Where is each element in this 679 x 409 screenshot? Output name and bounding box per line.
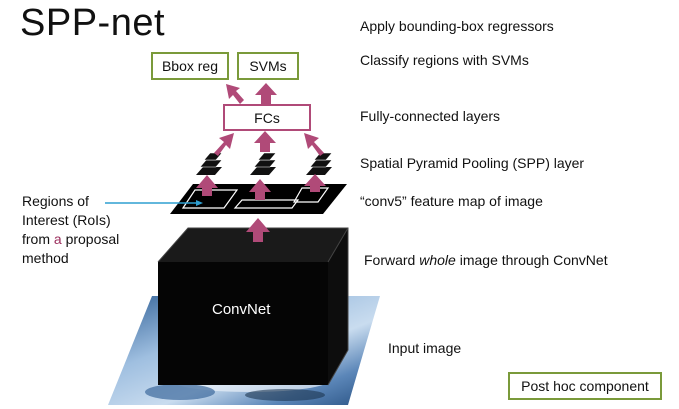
spp-stack-left <box>196 152 223 175</box>
arrow-conv5-to-spp-left <box>196 175 218 196</box>
arrow-fcs-to-bbox <box>226 84 244 104</box>
post-hoc-legend: Post hoc component <box>508 372 662 400</box>
roi-rect-right <box>292 187 330 203</box>
arrow-spp-to-fcs-left <box>214 133 234 156</box>
label-apply-bbox: Apply bounding-box regressors <box>360 18 554 34</box>
label-spp-layer: Spatial Pyramid Pooling (SPP) layer <box>360 155 585 171</box>
roi-line-1: Regions of <box>22 193 89 209</box>
label-forward-post: image through ConvNet <box>455 252 608 268</box>
page-title: SPP-net <box>20 2 166 44</box>
roi-rect-left <box>181 189 239 209</box>
spp-stack-middle <box>250 152 277 175</box>
label-conv5: “conv5” feature map of image <box>360 193 543 209</box>
roi-line-2: Interest (RoIs) <box>22 212 111 228</box>
label-forward: Forward whole image through ConvNet <box>364 252 608 268</box>
arrow-fcs-to-svms <box>255 83 277 104</box>
label-classify: Classify regions with SVMs <box>360 52 529 68</box>
roi-description: Regions of Interest (RoIs) from a propos… <box>22 192 119 268</box>
bbox-reg-label: Bbox reg <box>161 58 219 74</box>
svms-box: SVMs <box>237 52 299 80</box>
arrow-conv5-to-spp-right <box>304 174 326 192</box>
roi-rect-center <box>233 199 300 209</box>
fcs-label: FCs <box>254 109 280 126</box>
roi-line-3-post: proposal <box>61 231 120 247</box>
label-fc-layers: Fully-connected layers <box>360 108 501 124</box>
convnet-label: ConvNet <box>212 301 271 318</box>
bbox-reg-box: Bbox reg <box>151 52 229 80</box>
roi-line-4: method <box>22 250 69 266</box>
arrows <box>196 83 326 242</box>
roi-line-3: from a proposal <box>22 230 119 249</box>
svms-label: SVMs <box>249 58 287 74</box>
label-forward-em: whole <box>419 252 456 268</box>
label-input-image: Input image <box>388 340 462 356</box>
label-forward-pre: Forward <box>364 252 420 268</box>
roi-pointer <box>105 200 203 206</box>
roi-line-3-pre: from <box>22 231 54 247</box>
roi-line-3-accent: a <box>53 231 62 247</box>
convnet-block <box>157 227 349 386</box>
arrow-spp-to-fcs-right <box>304 133 324 156</box>
spp-stack-right <box>306 152 333 175</box>
arrow-spp-to-fcs-middle <box>254 131 276 152</box>
fcs-box: FCs <box>223 104 311 131</box>
arrow-convnet-to-conv5 <box>246 218 270 242</box>
arrow-conv5-to-spp-middle <box>249 179 271 200</box>
post-hoc-label: Post hoc component <box>521 378 649 394</box>
